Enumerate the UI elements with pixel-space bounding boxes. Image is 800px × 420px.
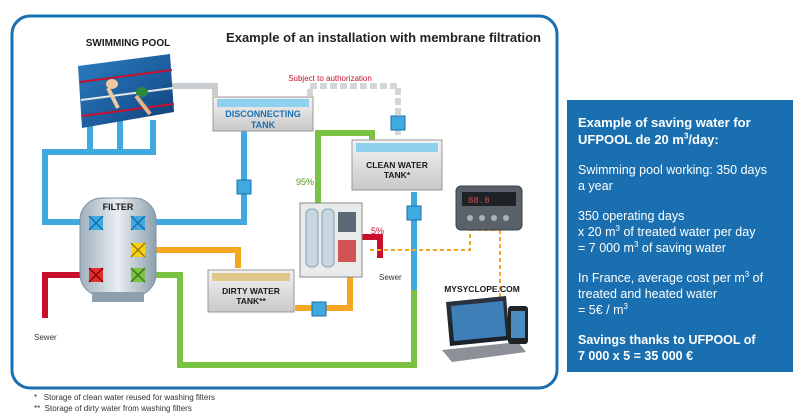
pump-icon-3 xyxy=(406,205,422,221)
percent-95-label: 95% xyxy=(296,177,314,187)
phone-icon xyxy=(508,306,528,344)
panel-cost: In France, average cost per m3 of treate… xyxy=(578,270,783,318)
panel-working: Swimming pool working: 350 days a year xyxy=(578,162,783,194)
valve-filter-green xyxy=(130,267,146,283)
laptop-icon xyxy=(442,296,526,362)
pump-icon-2 xyxy=(311,301,327,317)
panel-working-line-2: a year xyxy=(578,179,613,193)
panel-title-line-2: UFPOOL de 20 m3/day: xyxy=(578,131,719,147)
orange-pipe-filter-to-dirty xyxy=(150,247,241,268)
grey-pipe-authorization xyxy=(307,83,401,138)
dirty-water-tank xyxy=(207,269,295,313)
diagram-title: Example of an installation with membrane… xyxy=(226,30,541,45)
valve-filter-blue-left xyxy=(88,215,104,231)
panel-ops-line-3: = 7 000 m3 of saving water xyxy=(578,239,726,255)
panel-title-line-1: Example of saving water for xyxy=(578,115,751,130)
percent-5-label: 5% xyxy=(371,226,384,236)
disconnecting-tank xyxy=(212,96,314,132)
mysyclope-label: MYSYCLOPE.COM xyxy=(444,284,520,294)
swimming-pool-label: SWIMMING POOL xyxy=(86,38,170,49)
valve-filter-blue-right xyxy=(130,215,146,231)
panel-title: Example of saving water for UFPOOL de 20… xyxy=(578,114,783,148)
sewer-right-label: Sewer xyxy=(379,273,402,282)
savings-panel: Example of saving water for UFPOOL de 20… xyxy=(567,100,793,372)
green-pipe-95 xyxy=(315,130,375,205)
valve-filter-red xyxy=(88,267,104,283)
uf-unit xyxy=(299,202,363,278)
footnote-dirty: ** Storage of dirty water from washing f… xyxy=(34,404,192,413)
blue-pipe-pool-to-filter xyxy=(42,120,156,225)
controller-device: 88.8 xyxy=(455,185,523,231)
control-line-1 xyxy=(370,230,471,251)
filter-label: FILTER xyxy=(103,202,134,212)
panel-savings: Savings thanks to UFPOOL of 7 000 x 5 = … xyxy=(578,332,783,364)
panel-ops-line-1: 350 operating days xyxy=(578,209,685,223)
valve-filter-yellow xyxy=(130,242,146,258)
pump-icon-1 xyxy=(236,179,252,195)
red-pipe-sewer-left xyxy=(42,272,88,318)
subject-to-authorization-label: Subject to authorization xyxy=(288,74,372,83)
footnote-clean: * Storage of clean water reused for wash… xyxy=(34,393,215,402)
svg-text:88.8: 88.8 xyxy=(468,196,490,206)
panel-working-line-1: Swimming pool working: 350 days xyxy=(578,163,767,177)
green-pipe-loop xyxy=(150,272,417,368)
sewer-left-label: Sewer xyxy=(34,333,57,342)
clean-water-tank xyxy=(351,139,443,191)
panel-cost-line-2: treated and heated water xyxy=(578,287,717,301)
panel-operations: 350 operating days x 20 m3 of treated wa… xyxy=(578,208,783,256)
panel-ops-line-2: x 20 m3 of treated water per day xyxy=(578,223,756,239)
pump-icon-4 xyxy=(390,115,406,131)
panel-cost-line-3: = 5€ / m3 xyxy=(578,301,628,317)
panel-savings-line-2: 7 000 x 5 = 35 000 € xyxy=(578,349,694,363)
panel-savings-line-1: Savings thanks to UFPOOL of xyxy=(578,333,756,347)
blue-pipe-disconnect-to-filter xyxy=(150,130,247,225)
panel-cost-line-1: In France, average cost per m3 of xyxy=(578,269,764,285)
swimming-pool-image xyxy=(78,54,175,128)
